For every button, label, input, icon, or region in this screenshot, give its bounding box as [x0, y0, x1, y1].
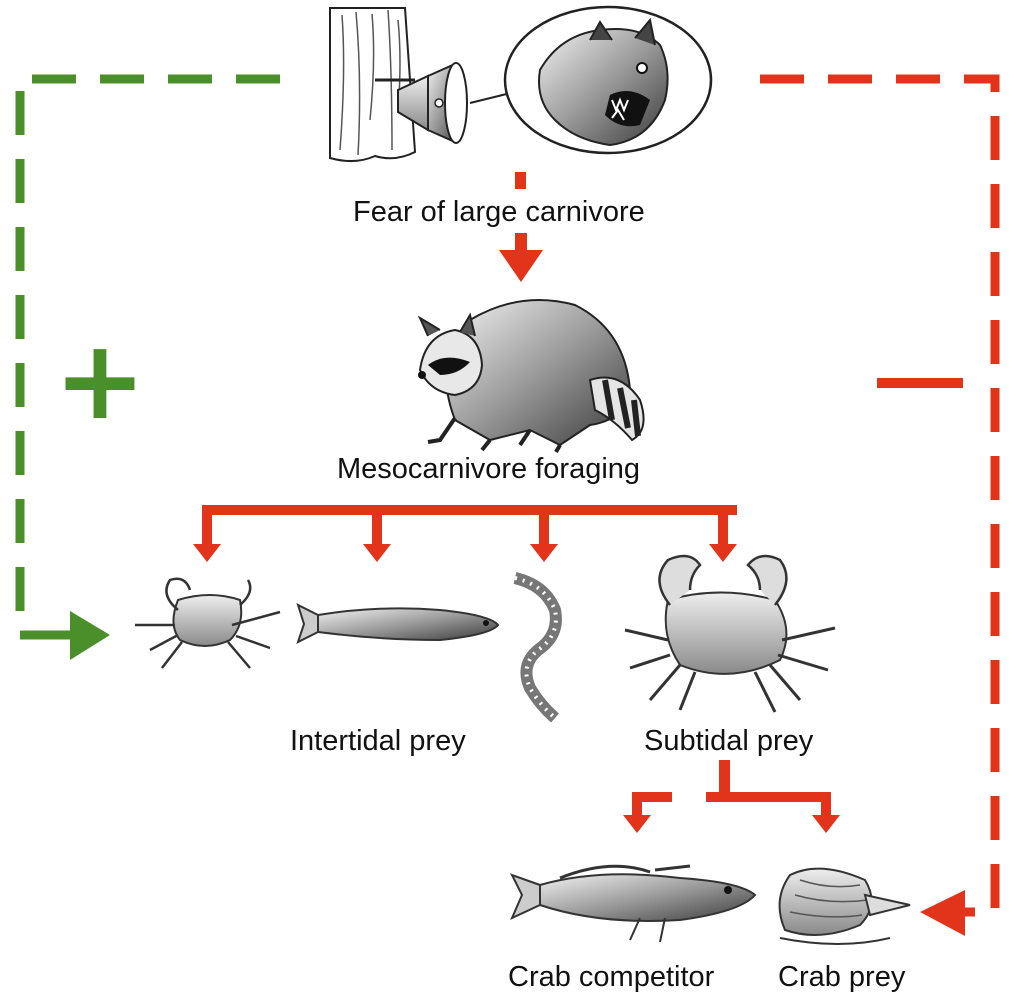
- fear-label: Fear of large carnivore: [353, 198, 645, 227]
- negative-feedback-path: [760, 79, 995, 936]
- sculpin-fish-icon: [512, 866, 755, 942]
- raccoon-icon: [418, 300, 644, 452]
- snail-icon: [780, 869, 910, 944]
- shore-crab-icon: [135, 579, 280, 668]
- subtidal-label: Subtidal prey: [644, 727, 813, 756]
- large-crab-icon: [625, 556, 835, 712]
- intertidal-label: Intertidal prey: [290, 727, 466, 756]
- mesocarnivore-branch-arrows: [193, 505, 737, 562]
- small-fish-icon: [298, 605, 498, 642]
- negative-sign: [877, 378, 963, 388]
- red-feedback-arrowhead-icon: [920, 890, 965, 936]
- subtidal-branch-arrows: [623, 760, 840, 833]
- tree-trunk-icon: [330, 8, 415, 161]
- crab-prey-label: Crab prey: [778, 963, 905, 992]
- crab-competitor-label: Crab competitor: [508, 963, 714, 992]
- fear-to-mesocarnivore-arrow: [499, 233, 543, 282]
- mesocarnivore-label: Mesocarnivore foraging: [337, 455, 640, 484]
- positive-sign: +: [54, 316, 146, 444]
- worm-icon: [515, 578, 556, 718]
- fear-connector: [515, 172, 526, 189]
- green-arrowhead-icon: [70, 611, 110, 660]
